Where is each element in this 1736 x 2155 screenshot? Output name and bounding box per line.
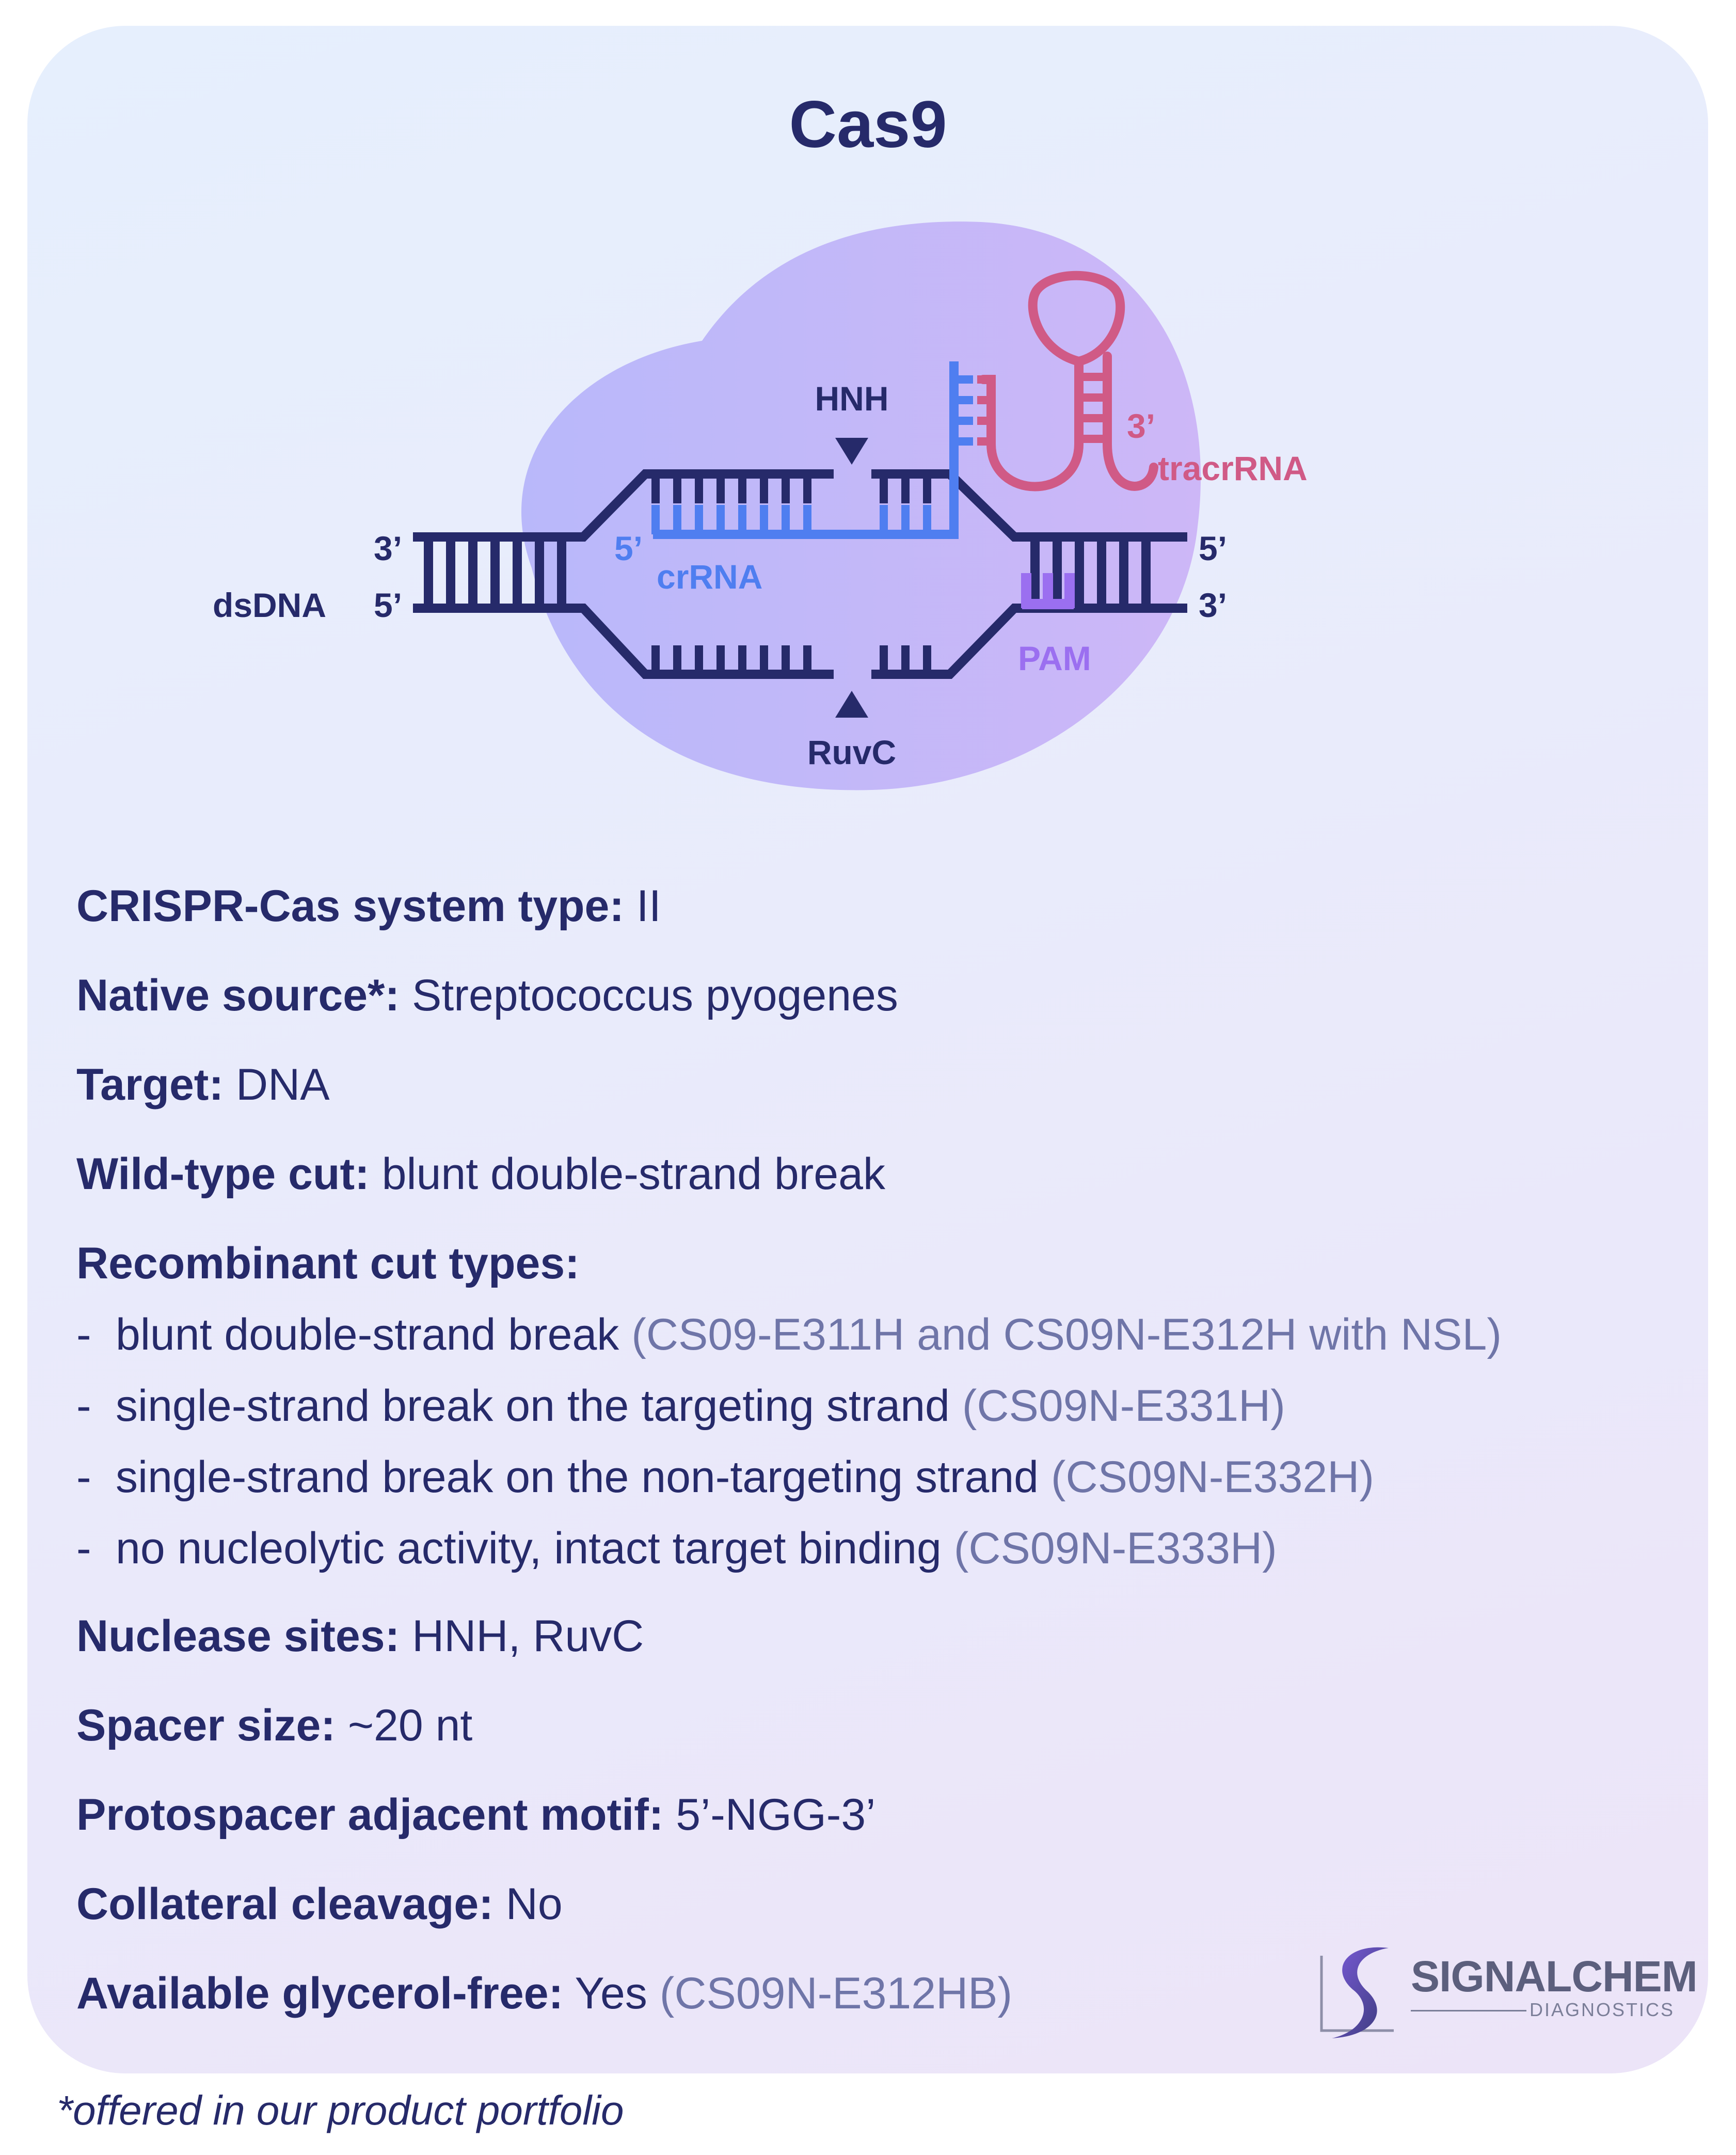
spec-system-type: CRISPR-Cas system type: II xyxy=(76,881,661,931)
pam-base-pairs xyxy=(1021,573,1075,609)
ruvc-cut-marker xyxy=(835,691,868,718)
top-strand-ticks xyxy=(651,474,931,503)
pam-label: PAM xyxy=(1018,639,1091,677)
crrna-end-label: 5’ xyxy=(614,529,643,567)
logo-divider xyxy=(1411,2010,1526,2011)
hnh-cut-marker xyxy=(835,438,868,465)
right-base-pairs xyxy=(1030,537,1151,608)
spec-collateral-cleavage: Collateral cleavage: No xyxy=(76,1879,563,1929)
logo-subtitle: DIAGNOSTICS xyxy=(1530,1999,1675,2020)
recombinant-item: -single-strand break on the non-targetin… xyxy=(76,1452,1374,1502)
left-top-end-label: 3’ xyxy=(374,529,402,567)
right-bottom-end-label: 3’ xyxy=(1199,586,1227,624)
recombinant-item: -blunt double-strand break (CS09-E311H a… xyxy=(76,1310,1502,1359)
left-bottom-end-label: 5’ xyxy=(374,586,402,624)
ruvc-label: RuvC xyxy=(807,733,896,771)
tracrrna-label: tracrRNA xyxy=(1158,449,1308,487)
cas9-protein-blob xyxy=(521,221,1201,790)
right-top-end-label: 5’ xyxy=(1199,529,1227,567)
spec-spacer-size: Spacer size: ~20 nt xyxy=(76,1701,473,1750)
dsdna-label: dsDNA xyxy=(213,586,326,624)
crrna-label: crRNA xyxy=(657,558,762,596)
cas9-diagram: HNH RuvC dsDNA 3’ 5’ 5’ 3’ 5’ crRNA 3’ t… xyxy=(213,221,1308,790)
spec-recombinant-heading: Recombinant cut types: xyxy=(76,1239,580,1288)
tracrrna-end-label: 3’ xyxy=(1127,407,1155,445)
tracrrna-ticks xyxy=(977,373,1107,446)
spec-target: Target: DNA xyxy=(76,1060,330,1110)
recombinant-item: -single-strand break on the targeting st… xyxy=(76,1381,1285,1431)
page-title: Cas9 xyxy=(789,88,947,162)
spec-wild-type-cut: Wild-type cut: blunt double-strand break xyxy=(76,1149,885,1199)
left-base-pairs xyxy=(424,537,566,608)
logo-name: SIGNALCHEM xyxy=(1411,1952,1698,2001)
bottom-strand-ticks xyxy=(651,645,931,674)
recombinant-item: -no nucleolytic activity, intact target … xyxy=(76,1524,1277,1573)
tracrrna xyxy=(979,271,1158,492)
spec-native-source: Native source*: Streptococcus pyogenes xyxy=(76,971,898,1020)
signalchem-logo: SIGNALCHEM DIAGNOSTICS xyxy=(1316,1940,1698,2043)
spec-glycerol-free: Available glycerol-free: Yes (CS09N-E312… xyxy=(76,1969,1013,2018)
crrna-ticks xyxy=(651,375,973,534)
spec-pam: Protospacer adjacent motif: 5’-NGG-3’ xyxy=(76,1790,876,1840)
hnh-label: HNH xyxy=(815,379,889,418)
signalchem-s-logo-icon xyxy=(1320,1947,1394,2038)
spec-nuclease-sites: Nuclease sites: HNH, RuvC xyxy=(76,1611,644,1661)
footnote: *offered in our product portfolio xyxy=(57,2087,624,2133)
